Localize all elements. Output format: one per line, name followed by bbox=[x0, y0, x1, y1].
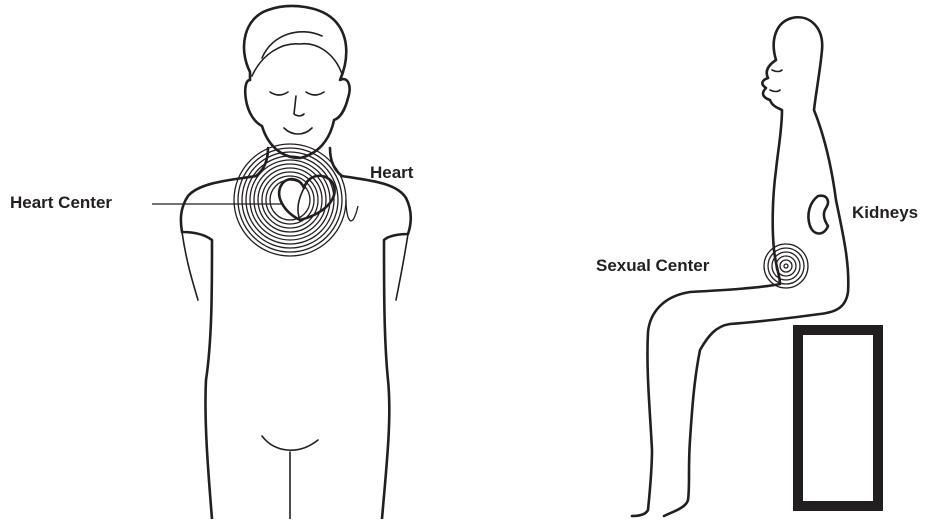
kidney-icon bbox=[808, 196, 828, 234]
front-view-figure bbox=[152, 6, 411, 519]
heart-center-label: Heart Center bbox=[10, 193, 112, 213]
right-eye-icon bbox=[306, 92, 324, 95]
front-left-arm bbox=[182, 232, 198, 300]
sexual-center-label: Sexual Center bbox=[596, 256, 709, 276]
heart-label: Heart bbox=[370, 163, 413, 183]
heart-center-spiral bbox=[234, 144, 358, 256]
sexual-center-spiral bbox=[764, 244, 808, 288]
side-eye-icon bbox=[772, 70, 782, 72]
left-eye-icon bbox=[270, 92, 288, 95]
front-groin-line bbox=[262, 436, 318, 450]
nose-icon bbox=[294, 96, 304, 116]
stool-box bbox=[798, 330, 878, 506]
mouth-icon bbox=[284, 128, 312, 134]
front-hairline bbox=[252, 44, 342, 76]
side-mouth-icon bbox=[770, 90, 780, 92]
front-torso-outline bbox=[181, 176, 256, 519]
front-torso-outline-right bbox=[342, 176, 411, 519]
front-head-outline bbox=[244, 6, 350, 158]
kidneys-label: Kidneys bbox=[852, 203, 918, 223]
front-right-arm bbox=[396, 234, 408, 300]
